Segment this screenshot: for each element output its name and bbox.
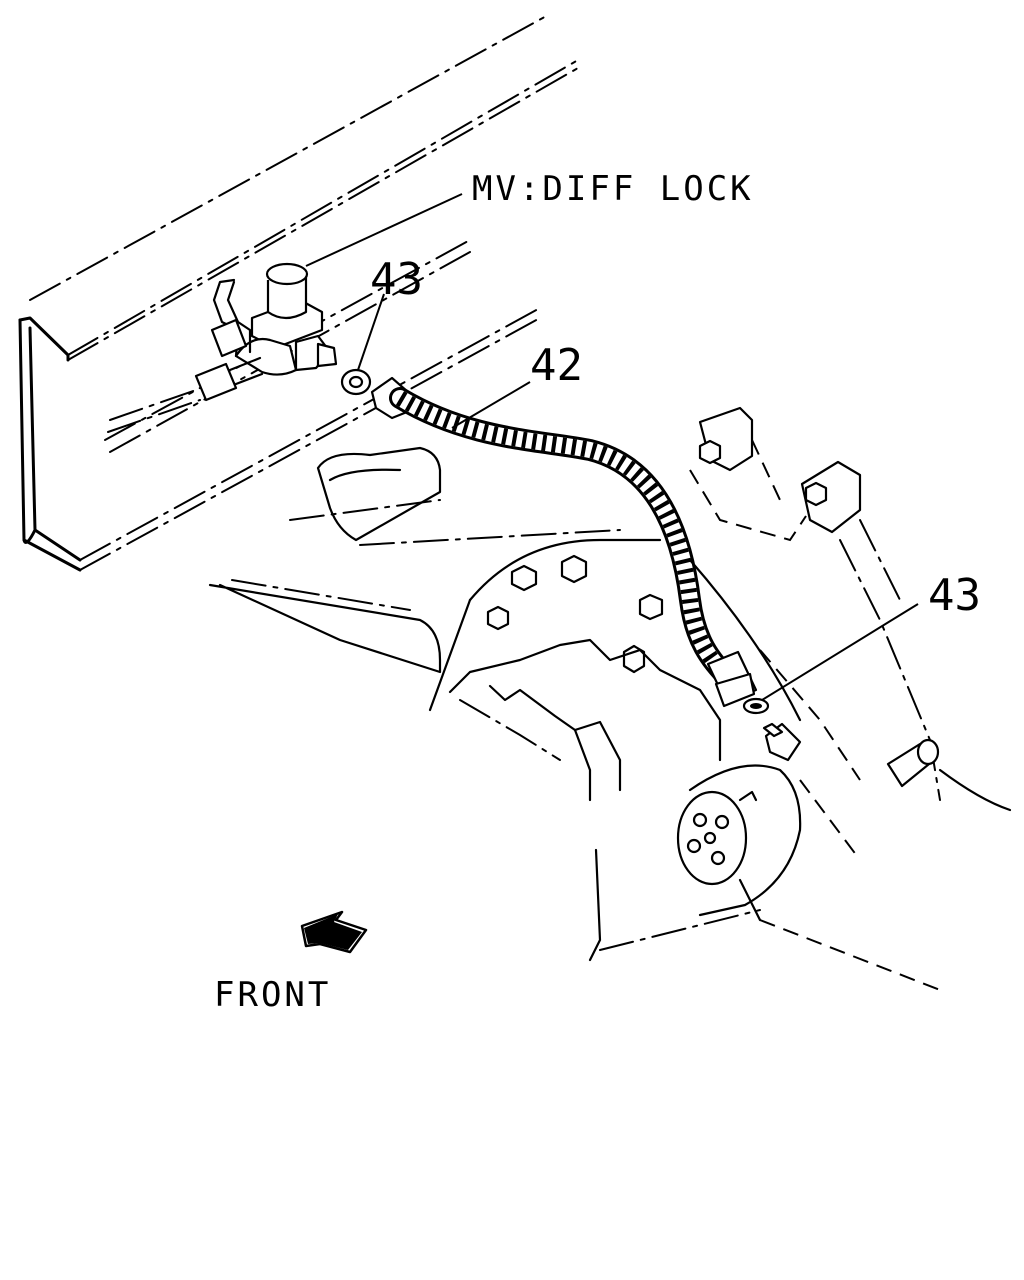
- leader-lines: [305, 193, 919, 701]
- axle-housing: [208, 406, 1012, 991]
- valve-label: MV:DIFF LOCK: [472, 169, 754, 209]
- callout-43-lower: 43: [928, 570, 981, 621]
- front-arrow-icon: [300, 910, 368, 954]
- washer-43-upper: [340, 368, 372, 396]
- frame-rail: [18, 13, 579, 572]
- callout-42: 42: [530, 340, 583, 391]
- callout-43-upper: 43: [370, 254, 423, 305]
- bolt-studs: [486, 554, 664, 674]
- front-label: FRONT: [214, 975, 331, 1015]
- diff-lock-valve: [107, 262, 338, 433]
- air-chamber: [676, 722, 802, 917]
- washer-43-lower: [742, 697, 770, 715]
- hose-42: [370, 376, 758, 708]
